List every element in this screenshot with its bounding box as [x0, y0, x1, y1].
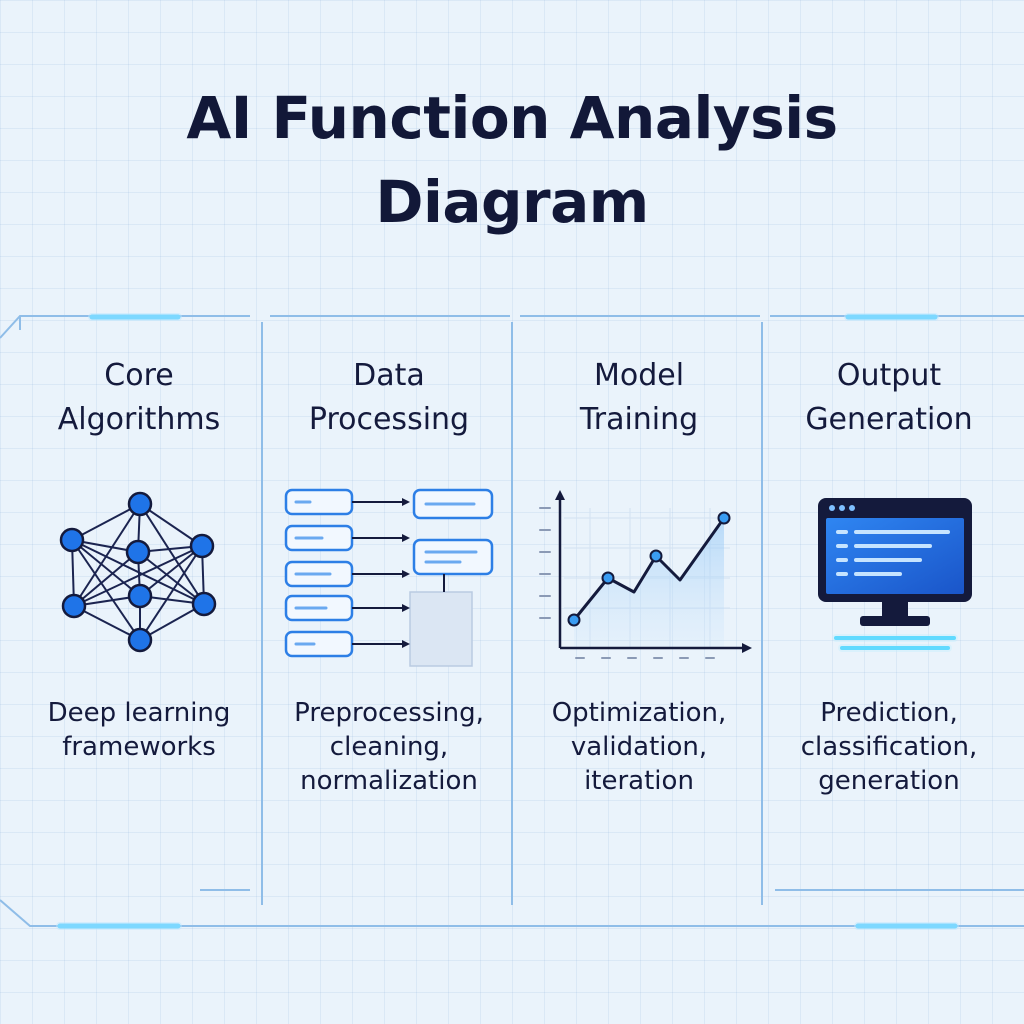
panel-heading-line: Data — [353, 358, 425, 393]
panel-model-training: Model Training — [520, 318, 758, 878]
panel-description-line: Deep learning — [47, 698, 231, 728]
panel-description: Prediction, classification, generation — [770, 696, 1008, 798]
panel-output-generation: Output Generation — [770, 318, 1008, 878]
panel-description-line: Prediction, — [820, 698, 958, 728]
panel-core-algorithms: Core Algorithms — [20, 318, 258, 878]
panel-heading: Output Generation — [770, 354, 1008, 442]
panel-description-line: normalization — [300, 766, 478, 796]
panel-heading-line: Training — [579, 402, 699, 437]
panel-heading: Model Training — [520, 354, 758, 442]
line-chart-icon — [539, 490, 752, 659]
panel-heading-line: Algorithms — [57, 402, 221, 437]
panel-description: Deep learning frameworks — [20, 696, 258, 764]
panel-description: Preprocessing, cleaning, normalization — [270, 696, 508, 798]
diagram-title-line-1: AI Function Analysis — [186, 84, 838, 152]
panel-data-processing: Data Processing — [270, 318, 508, 878]
panel-description-line: iteration — [584, 766, 694, 796]
panel-description-line: classification, — [800, 732, 978, 762]
panel-heading-line: Processing — [308, 402, 470, 437]
panel-heading-line: Model — [593, 358, 685, 393]
panel-description-line: validation, — [570, 732, 708, 762]
panel-description-line: frameworks — [62, 732, 216, 762]
panel-heading-line: Output — [836, 358, 942, 393]
panel-description: Optimization, validation, iteration — [520, 696, 758, 798]
panel-description-line: cleaning, — [329, 732, 449, 762]
panel-description-line: Preprocessing, — [294, 698, 484, 728]
panel-heading: Core Algorithms — [20, 354, 258, 442]
panel-heading: Data Processing — [270, 354, 508, 442]
panel-description-line: Optimization, — [551, 698, 727, 728]
data-pipeline-icon — [284, 488, 494, 667]
neural-network-icon — [59, 491, 217, 653]
panel-description-line: generation — [818, 766, 960, 796]
panel-heading-line: Generation — [805, 402, 973, 437]
diagram-title-line-2: Diagram — [375, 168, 649, 236]
monitor-icon — [818, 498, 972, 652]
panel-heading-line: Core — [104, 358, 174, 393]
diagram-title: AI Function Analysis Diagram — [0, 76, 1024, 244]
